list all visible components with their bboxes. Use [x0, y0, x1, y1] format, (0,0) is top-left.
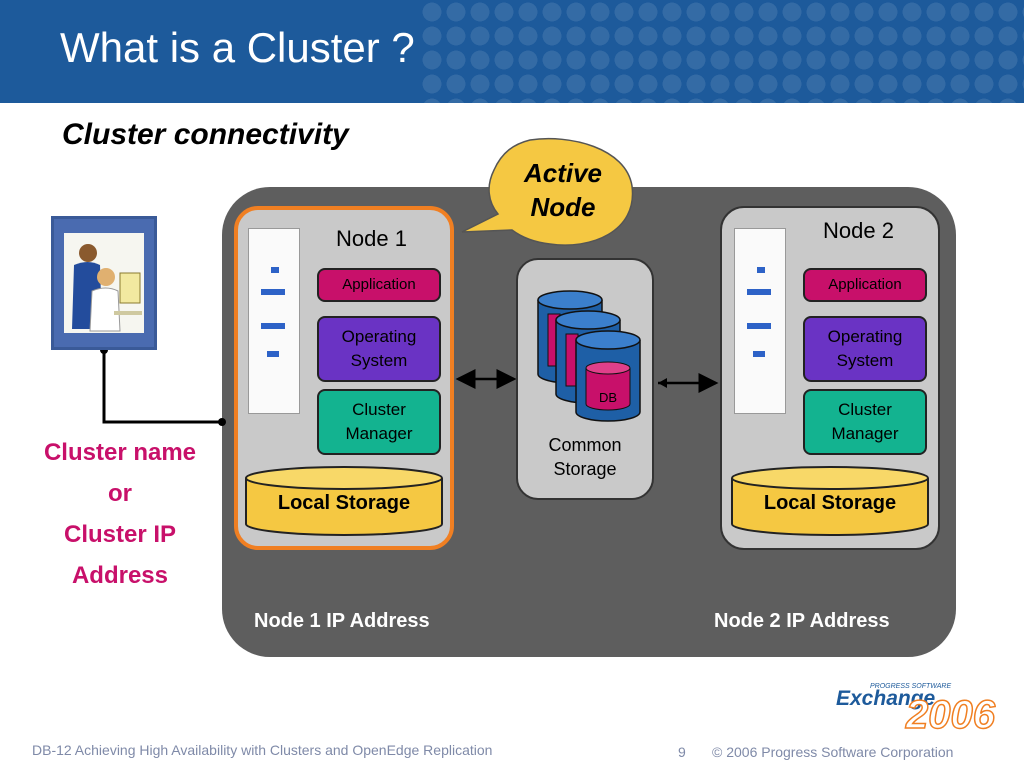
node2-server-icon	[734, 228, 786, 414]
active-node-callout	[461, 137, 634, 246]
node1-os-line2: System	[350, 351, 408, 370]
node1-local-storage-label: Local Storage	[277, 492, 411, 514]
node1-local-storage	[245, 466, 443, 536]
common-storage-line1: Common	[548, 435, 622, 455]
logo-tagline: PROGRESS SOFTWARE	[870, 683, 952, 690]
client-connector-line	[102, 350, 222, 424]
exchange-2006-logo: PROGRESS SOFTWARE Exchange 2006	[836, 683, 996, 741]
logo-year: 2006	[905, 692, 995, 738]
client-line3: Cluster IP	[63, 521, 177, 548]
common-storage-label: Common Storage	[516, 433, 654, 481]
node2-application-label: Application	[828, 276, 902, 293]
cluster-connector-dot	[218, 418, 226, 426]
client-line2: or	[108, 480, 132, 507]
node2-label: Node 2	[823, 218, 894, 243]
node1-server-icon	[248, 228, 300, 414]
users-at-computer-icon	[64, 233, 144, 333]
callout-line2: Node	[530, 192, 596, 222]
common-storage-line2: Storage	[553, 459, 617, 479]
client-users-picture	[51, 216, 157, 350]
node1-application-label: Application	[342, 276, 416, 293]
node2-os-line2: System	[836, 351, 894, 370]
node2-cm-line2: Manager	[831, 424, 899, 443]
footer-page-number: 9	[678, 744, 686, 760]
node2-local-storage	[731, 466, 929, 536]
arrowhead-left-2	[658, 378, 667, 388]
arrowhead-left-1	[458, 374, 467, 384]
node2-os-line1: Operating	[827, 327, 903, 346]
slide-subtitle: Cluster connectivity	[62, 118, 349, 151]
callout-line1: Active	[523, 158, 603, 188]
node1-application: Application	[317, 268, 441, 302]
db-cylinders-icon	[537, 290, 641, 422]
header-pattern	[420, 0, 1024, 103]
active-node-callout-text: Active Node	[508, 156, 618, 224]
cluster-name-label: Cluster name or Cluster IP Address	[20, 432, 220, 596]
node2-application: Application	[803, 268, 927, 302]
node2-local-storage-label: Local Storage	[763, 492, 897, 514]
client-line4: Address	[71, 562, 169, 589]
node2-cm-line1: Cluster	[838, 400, 892, 419]
client-line1: Cluster name	[43, 439, 197, 466]
node1-cm-line2: Manager	[345, 424, 413, 443]
node1-ip-address: Node 1 IP Address	[254, 610, 430, 632]
db-label: DB	[598, 390, 618, 405]
node2-ip-address: Node 2 IP Address	[714, 610, 890, 632]
logo-word: Exchange	[836, 687, 936, 710]
node1-label: Node 1	[336, 226, 407, 251]
footer-session-title: DB-12 Achieving High Availability with C…	[32, 742, 493, 758]
node1-os-line1: Operating	[341, 327, 417, 346]
node1-cm-line1: Cluster	[352, 400, 406, 419]
footer-copyright: © 2006 Progress Software Corporation	[712, 744, 954, 760]
slide-header	[0, 0, 1024, 103]
slide-title: What is a Cluster ?	[60, 24, 415, 71]
